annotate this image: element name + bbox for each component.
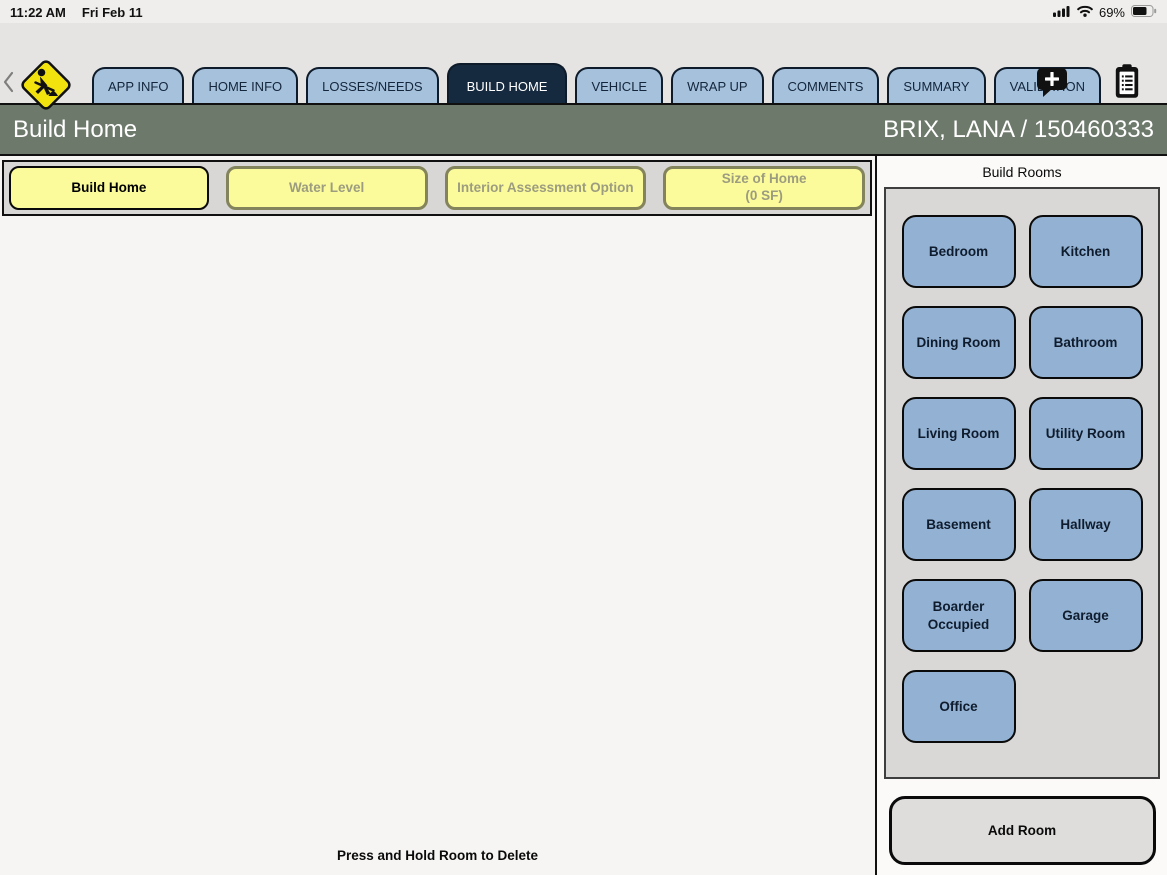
cellular-signal-icon [1052,5,1071,20]
battery-icon [1131,5,1157,20]
room-button-boarder-occupied[interactable]: Boarder Occupied [901,579,1016,652]
wifi-icon [1077,5,1093,20]
status-right: 69% [1052,5,1157,20]
page-title: Build Home [13,115,138,143]
add-room-button[interactable]: Add Room [888,796,1156,865]
content: Build Home Water Level Interior Assessme… [0,156,1167,875]
status-time: 11:22 AM [10,5,66,20]
subtab-row: Build Home Water Level Interior Assessme… [2,160,872,216]
back-chevron-icon[interactable] [3,71,15,98]
case-id: BRIX, LANA / 150460333 [883,115,1154,143]
room-button-office[interactable]: Office [901,670,1016,743]
room-button-dining-room[interactable]: Dining Room [901,306,1016,379]
roadwork-sign-icon[interactable] [16,55,76,120]
tab-losses-needs[interactable]: LOSSES/NEEDS [306,67,439,103]
sidebar-title: Build Rooms [982,164,1062,180]
subtab-build-home[interactable]: Build Home [9,166,209,210]
subtab-label: Size of Home [721,171,807,187]
page-header: Build Home BRIX, LANA / 150460333 [0,103,1167,156]
room-button-hallway[interactable]: Hallway [1028,488,1143,561]
room-button-kitchen[interactable]: Kitchen [1028,215,1143,288]
room-button-garage[interactable]: Garage [1028,579,1143,652]
tab-build-home[interactable]: BUILD HOME [446,63,568,103]
room-button-bathroom[interactable]: Bathroom [1028,306,1143,379]
room-button-utility-room[interactable]: Utility Room [1028,397,1143,470]
status-bar: 11:22 AM Fri Feb 11 69% [0,0,1167,23]
battery-percent: 69% [1098,5,1125,20]
tab-home-info[interactable]: HOME INFO [192,67,299,103]
tab-app-info[interactable]: APP INFO [92,67,185,103]
tab-comments[interactable]: COMMENTS [771,67,880,103]
tab-vehicle[interactable]: VEHICLE [575,67,664,103]
comment-add-icon[interactable] [1035,64,1069,103]
nav-tabs: APP INFO HOME INFO LOSSES/NEEDS BUILD HO… [92,63,1101,103]
subtab-size-of-home[interactable]: Size of Home (0 SF) [663,166,865,210]
status-left: 11:22 AM Fri Feb 11 [10,5,143,20]
subtab-water-level[interactable]: Water Level [225,166,428,210]
room-button-basement[interactable]: Basement [901,488,1016,561]
status-date: Fri Feb 11 [81,5,143,20]
subtab-label: Interior Assessment Option [457,179,634,195]
tab-bar: APP INFO HOME INFO LOSSES/NEEDS BUILD HO… [0,23,1167,110]
main-panel: Build Home Water Level Interior Assessme… [0,156,877,875]
subtab-interior-assessment[interactable]: Interior Assessment Option [444,166,647,210]
subtab-label: Water Level [288,179,365,195]
subtab-label: Build Home [71,179,147,195]
tab-summary[interactable]: SUMMARY [887,67,986,103]
room-button-bedroom[interactable]: Bedroom [901,215,1016,288]
subtab-sublabel: (0 SF) [745,188,783,203]
room-button-living-room[interactable]: Living Room [901,397,1016,470]
build-rooms-sidebar: Build Rooms Bedroom Kitchen Dining Room … [877,156,1167,875]
tab-wrap-up[interactable]: WRAP UP [671,67,764,103]
rooms-panel: Bedroom Kitchen Dining Room Bathroom Liv… [884,187,1160,779]
top-right-icons [1035,63,1141,104]
clipboard-icon[interactable] [1113,63,1141,104]
delete-hint-text: Press and Hold Room to Delete [336,848,539,863]
